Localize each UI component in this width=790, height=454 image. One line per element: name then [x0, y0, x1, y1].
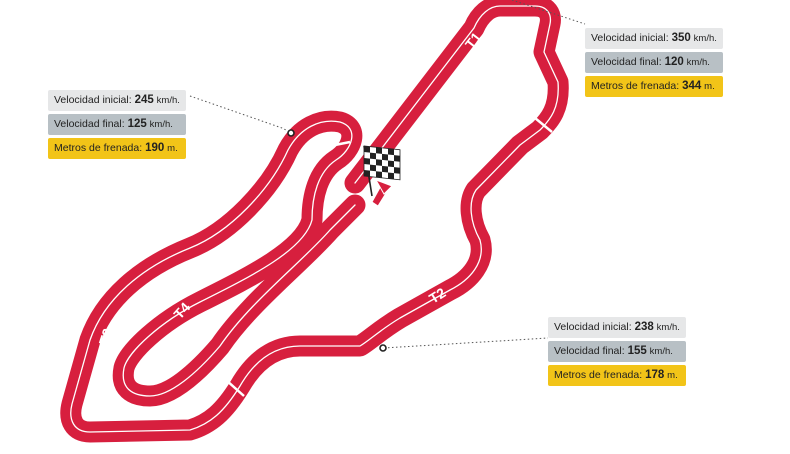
final-speed-value: 120	[664, 56, 684, 68]
direction-arrow-icon	[371, 179, 393, 207]
initial-speed-value: 238	[634, 321, 654, 333]
braking-distance-row: Metros de frenada: 344 m.	[585, 76, 723, 97]
braking-distance-row: Metros de frenada: 190 m.	[48, 138, 186, 159]
initial-speed-label: Velocidad inicial:	[554, 321, 632, 333]
initial-speed-value: 350	[671, 32, 691, 44]
initial-speed-unit: km/h.	[656, 322, 680, 333]
sector-divider	[225, 379, 245, 397]
final-speed-row: Velocidad final: 120 km/h.	[585, 52, 723, 73]
leader-line-t1	[511, 0, 586, 25]
initial-speed-unit: km/h.	[156, 95, 180, 106]
sector-divider	[534, 117, 553, 133]
initial-speed-row: Velocidad inicial: 238 km/h.	[548, 317, 686, 338]
final-speed-label: Velocidad final:	[554, 345, 625, 357]
final-speed-value: 125	[127, 118, 147, 130]
final-speed-label: Velocidad final:	[591, 56, 662, 68]
initial-speed-label: Velocidad inicial:	[591, 32, 669, 44]
final-speed-row: Velocidad final: 155 km/h.	[548, 341, 686, 362]
leader-line-t4	[189, 95, 291, 133]
stats-panel-t4: Velocidad inicial: 245 km/h. Velocidad f…	[48, 90, 186, 162]
initial-speed-row: Velocidad inicial: 350 km/h.	[585, 28, 723, 49]
stats-panel-t2: Velocidad inicial: 238 km/h. Velocidad f…	[548, 317, 686, 389]
stats-panel-t1: Velocidad inicial: 350 km/h. Velocidad f…	[585, 28, 723, 100]
final-speed-row: Velocidad final: 125 km/h.	[48, 114, 186, 135]
braking-point-marker-t2	[379, 344, 387, 352]
braking-distance-row: Metros de frenada: 178 m.	[548, 365, 686, 386]
braking-distance-label: Metros de frenada:	[554, 369, 643, 381]
final-speed-value: 155	[627, 345, 647, 357]
turn-label-t2: T2	[426, 284, 449, 306]
braking-distance-unit: m.	[167, 143, 178, 154]
braking-distance-value: 178	[645, 369, 665, 381]
braking-distance-value: 190	[145, 142, 165, 154]
initial-speed-label: Velocidad inicial:	[54, 94, 132, 106]
turn-label-t3: T3	[96, 326, 116, 347]
final-speed-unit: km/h.	[649, 346, 673, 357]
braking-distance-label: Metros de frenada:	[54, 142, 143, 154]
initial-speed-row: Velocidad inicial: 245 km/h.	[48, 90, 186, 111]
braking-distance-value: 344	[682, 80, 702, 92]
leader-line-t2	[383, 337, 549, 349]
final-speed-unit: km/h.	[149, 119, 173, 130]
braking-distance-unit: m.	[704, 81, 715, 92]
final-speed-unit: km/h.	[686, 57, 710, 68]
initial-speed-value: 245	[134, 94, 154, 106]
initial-speed-unit: km/h.	[693, 33, 717, 44]
checkered-flag-icon	[363, 145, 401, 197]
braking-point-marker-t4	[287, 129, 295, 137]
final-speed-label: Velocidad final:	[54, 118, 125, 130]
braking-distance-label: Metros de frenada:	[591, 80, 680, 92]
braking-distance-unit: m.	[667, 370, 678, 381]
sector-divider	[329, 140, 351, 148]
